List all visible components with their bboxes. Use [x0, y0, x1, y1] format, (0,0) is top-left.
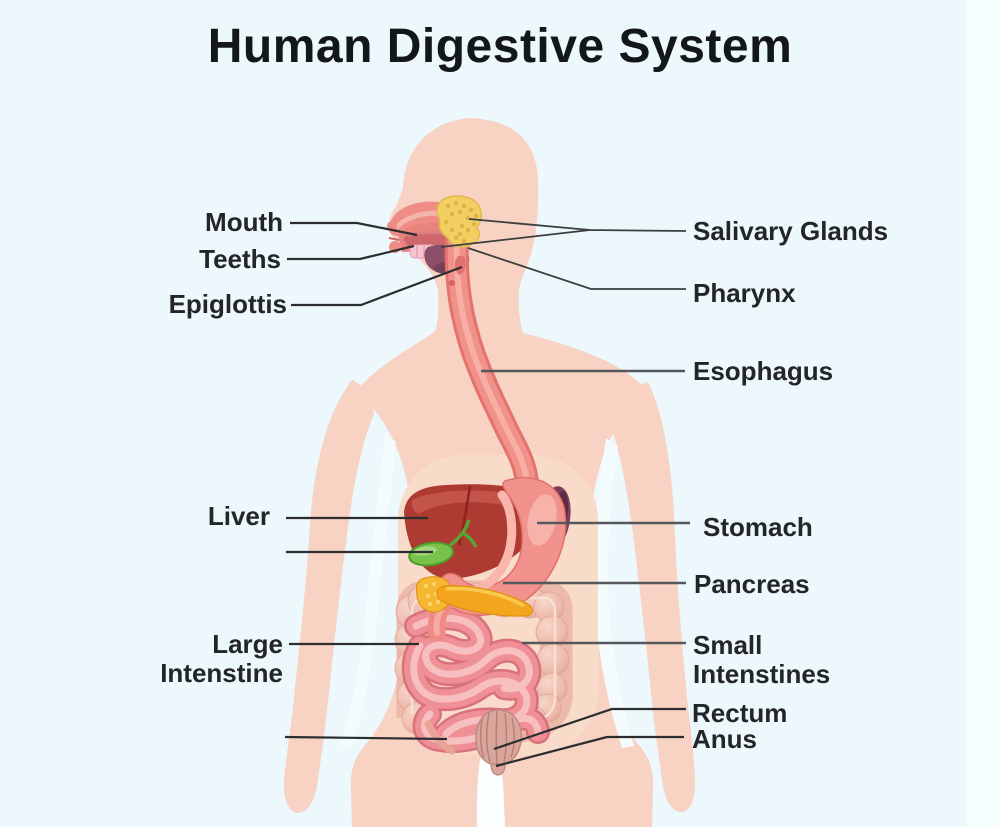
pancreas-highlight: [445, 586, 525, 608]
label-large-intestine: Large Intenstine: [160, 629, 283, 688]
label-pancreas: Pancreas: [694, 569, 810, 599]
label-small-intestines: Small Intenstines: [693, 630, 831, 689]
label-pharynx: Pharynx: [693, 278, 796, 308]
label-stomach: Stomach: [703, 512, 813, 542]
bile-duct: [447, 519, 478, 548]
page-title: Human Digestive System: [207, 20, 793, 73]
label-rectum: Rectum: [692, 698, 788, 728]
label-teeths: Teeths: [199, 244, 281, 274]
label-epiglottis: Epiglottis: [168, 289, 287, 319]
label-anus: Anus: [692, 724, 757, 754]
stomach-highlight: [527, 494, 557, 546]
pancreas-shape: [415, 576, 533, 617]
colon-crease: [410, 596, 557, 723]
larynx-dot: [449, 280, 455, 286]
leader-line-salivary-glands: [440, 218, 687, 248]
leader-line-mouth: [290, 221, 418, 237]
leader-line-pharynx: [467, 247, 686, 290]
leader-line-rectum: [493, 707, 686, 751]
liver-crease: [457, 485, 472, 546]
salivary-gland-texture: [443, 200, 479, 244]
label-mouth: Mouth: [205, 207, 283, 237]
leader-line-epiglottis: [291, 265, 463, 307]
salivary-gland-shape: [436, 195, 482, 248]
label-liver: Liver: [207, 501, 270, 531]
anus-shape: [490, 763, 506, 776]
rectum-striations: [479, 710, 515, 765]
right-arm-gap: [594, 438, 634, 748]
leader-lines: [284, 218, 690, 768]
rectum-shape: [475, 709, 523, 776]
leader-line-anus: [495, 735, 684, 768]
label-esophagus: Esophagus: [693, 356, 834, 386]
appendix-shape: [424, 720, 456, 755]
right-arm-shape: [606, 382, 696, 813]
right-edge-strip: [966, 0, 1000, 827]
left-arm-shape: [283, 380, 374, 813]
epiglottis-shape: [454, 256, 466, 275]
leader-line-appendix: [284, 735, 448, 741]
left-arm-gap: [340, 433, 396, 748]
label-salivary-glands: Salivary Glands: [693, 216, 889, 246]
leader-line-teeths: [287, 244, 415, 261]
